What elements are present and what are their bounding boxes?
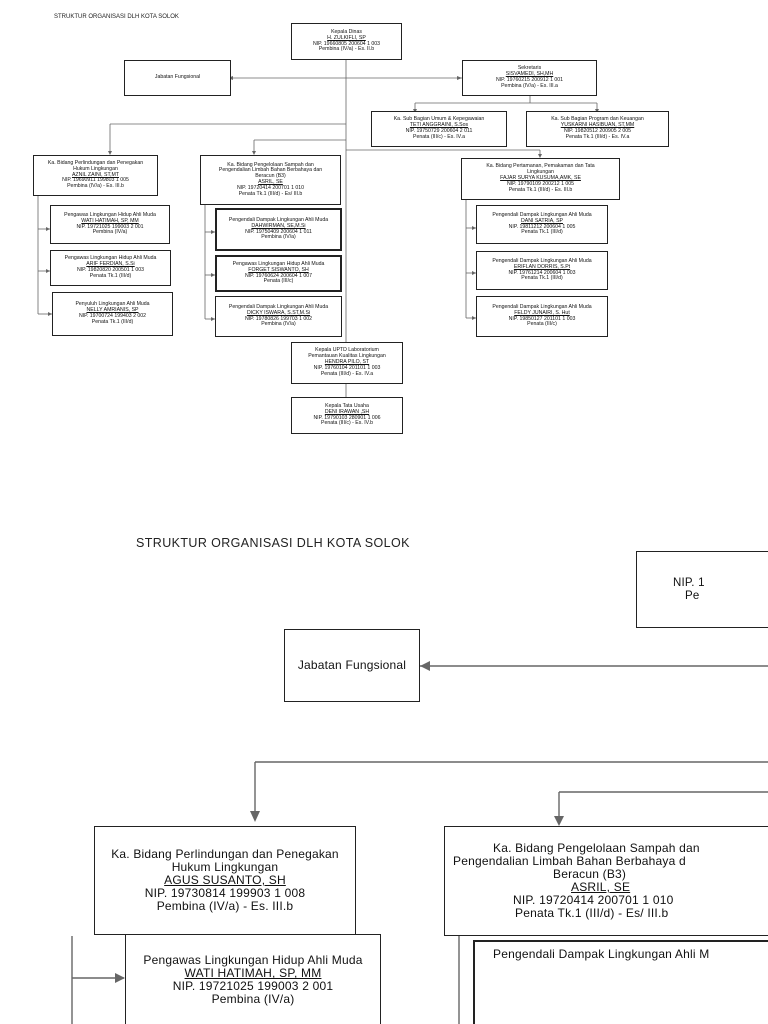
subbag-program-box: Ka. Sub Bagian Program dan Keuangan YUSK…: [526, 111, 669, 147]
jabatan-fungsional-box: Jabatan Fungsional: [124, 60, 231, 96]
zoomed-staff-left-1-box: Pengawas Lingkungan Hidup Ahli Muda WATI…: [125, 934, 381, 1024]
zoomed-chart-section: STRUKTUR ORGANISASI DLH KOTA SOLOK NIP. …: [0, 520, 768, 1024]
uptd-box: Kepala UPTD Laboratorium Pemantauan Kual…: [291, 342, 403, 384]
staff-middle-1-box: Pengendali Dampak Lingkungan Ahli Muda D…: [215, 208, 342, 251]
kepala-dinas-box: Kepala Dinas H. ZULKIFLI, SP NIP. 196608…: [291, 23, 402, 60]
tata-usaha-box: Kepala Tata Usaha DENI IRAWAN ,SH NIP. 1…: [291, 397, 403, 434]
connector-lines: [37, 60, 599, 398]
bidang-perlindungan-box: Ka. Bidang Perlindungan dan Penegakan Hu…: [33, 155, 158, 196]
staff-right-3-box: Pengendali Dampak Lingkungan Ahli Muda F…: [476, 296, 608, 337]
staff-middle-3-box: Pengendali Dampak Lingkungan Ahli Muda D…: [215, 296, 342, 337]
bidang-sampah-box: Ka. Bidang Pengelolaan Sampah dan Pengen…: [200, 155, 341, 205]
subbag-umum-box: Ka. Sub Bagian Umum & Kepegawaian TETI A…: [371, 111, 507, 147]
staff-left-1-box: Pengawas Lingkungan Hidup Ahli Muda WATI…: [50, 205, 170, 244]
staff-right-2-box: Pengendali Dampak Lingkungan Ahli Muda E…: [476, 251, 608, 290]
zoomed-bidang-sampah-box: Ka. Bidang Pengelolaan Sampah dan Pengen…: [444, 826, 768, 936]
page-title: STRUKTUR ORGANISASI DLH KOTA SOLOK: [54, 14, 179, 20]
sekretaris-box: Sekretaris SISVAMEDI, SH,MH NIP. 1976021…: [462, 60, 597, 96]
staff-left-2-box: Pengawas Lingkungan Hidup Ahli Muda ARIF…: [50, 250, 171, 286]
zoomed-staff-middle-1-box: Pengendali Dampak Lingkungan Ahli M: [473, 940, 768, 1024]
bidang-pertamanan-box: Ka. Bidang Pertamanan, Pemakaman dan Tat…: [461, 158, 620, 200]
zoomed-connector-lines: [71, 661, 768, 1024]
zoomed-kepala-dinas-box: NIP. 1 Pe: [636, 551, 768, 628]
staff-left-3-box: Penyuluh Lingkungan Ahli Muda NELLY AMRI…: [52, 292, 173, 336]
zoomed-page-title: STRUKTUR ORGANISASI DLH KOTA SOLOK: [136, 536, 410, 550]
zoomed-jabatan-fungsional-box: Jabatan Fungsional: [284, 629, 420, 702]
staff-right-1-box: Pengendali Dampak Lingkungan Ahli Muda D…: [476, 205, 608, 244]
staff-middle-2-box: Pengawas Lingkungan Hidup Ahli Muda FORG…: [215, 255, 342, 292]
zoomed-bidang-perlindungan-box: Ka. Bidang Perlindungan dan Penegakan Hu…: [94, 826, 356, 935]
